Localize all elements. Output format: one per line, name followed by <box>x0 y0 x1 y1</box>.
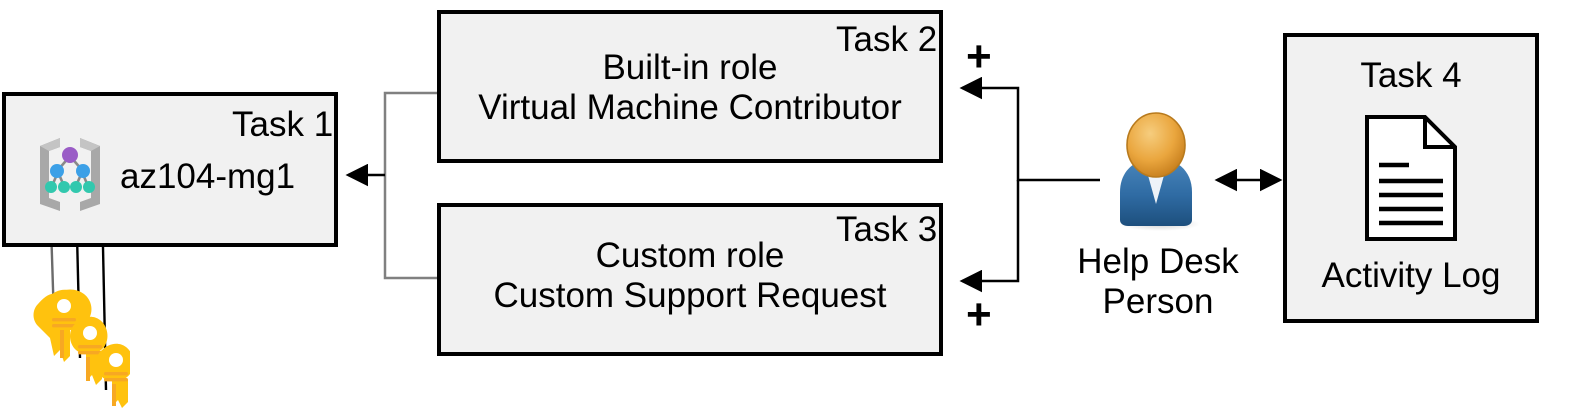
plus-top: + <box>966 32 992 81</box>
task2-line2: Virtual Machine Contributor <box>478 88 902 127</box>
task3-box[interactable] <box>437 203 943 356</box>
user-icon <box>1098 112 1216 234</box>
connector-person-to-task3 <box>959 180 1020 293</box>
task2-box[interactable] <box>437 10 943 163</box>
task4-caption: Activity Log <box>1321 256 1501 295</box>
connector-roles-to-task1 <box>345 91 437 280</box>
plus-bottom: + <box>966 290 992 339</box>
task3-line2: Custom Support Request <box>493 276 887 315</box>
person-caption-line1: Help Desk <box>1077 242 1239 281</box>
document-icon <box>1363 113 1459 243</box>
person-caption-line2: Person <box>1102 282 1214 321</box>
task3-task-label: Task 3 <box>836 210 938 249</box>
task2-task-label: Task 2 <box>836 20 938 59</box>
task1-task-label: Task 1 <box>232 105 334 144</box>
keys-icon <box>20 282 134 409</box>
management-group-icon <box>30 132 110 212</box>
task1-name-label: az104-mg1 <box>120 157 296 196</box>
connector-person-to-task2 <box>959 76 1100 182</box>
task3-line1: Custom role <box>595 236 785 275</box>
task2-line1: Built-in role <box>602 48 778 87</box>
task4-task-label: Task 4 <box>1360 56 1462 95</box>
